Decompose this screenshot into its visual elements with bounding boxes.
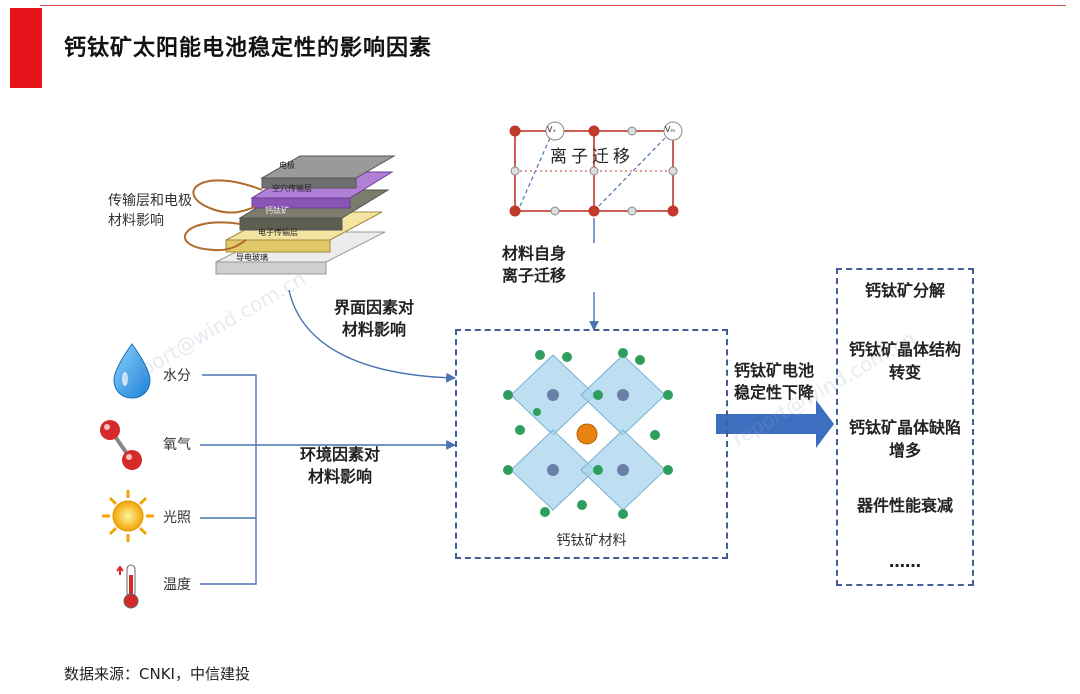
data-source-note: 数据来源：CNKI，中信建投 [64,665,250,683]
outcomes-box [836,268,974,586]
factor-oxygen: 氧气 [163,437,191,453]
factor-temperature: 温度 [163,577,191,593]
outcome-structure-change: 钙钛矿晶体结构转变 [848,340,961,382]
vacancy-label-m: Vₘ [665,125,676,134]
ion-migration-caption: 材料自身离子迁移 [501,244,566,285]
vacancy-label-x: Vₓ [547,125,557,134]
device-layer-fto-glass: 导电玻璃 [236,253,268,262]
outcome-defects-increase: 钙钛矿晶体缺陷增多 [848,418,961,460]
header-accent-bar [10,8,42,88]
device-layer-hole-transport: 空穴传输层 [272,184,312,193]
device-layer-electron-transport: 电子传输层 [258,228,298,237]
factor-moisture: 水分 [163,368,191,384]
device-layer-electrode: 电极 [279,161,295,170]
page-title: 钙钛矿太阳能电池稳定性的影响因素 [64,36,433,61]
outcome-decomposition: 钙钛矿分解 [864,281,945,300]
water-drop-icon [113,343,151,399]
environment-factor-label: 环境因素对材料影响 [300,445,381,486]
decline-arrow [716,400,834,448]
header-rule [40,5,1066,6]
device-layer-perovskite: 钙钛矿 [265,206,289,215]
stability-decline-label: 钙钛矿电池稳定性下降 [733,361,814,402]
ion-migration-grid [509,121,683,217]
perovskite-crystal [503,348,673,519]
perovskite-material-box [455,329,728,559]
ion-migration-box-label: 离子迁移 [550,147,634,167]
interface-factor-label: 界面因素对材料影响 [334,298,415,339]
outcome-more: …… [889,552,921,571]
oxygen-molecule-icon [100,420,142,470]
thermometer-icon [116,564,139,609]
factor-light: 光照 [163,510,191,526]
sun-icon [102,490,154,542]
perovskite-material-caption: 钙钛矿材料 [556,533,627,549]
device-stack [184,155,396,275]
device-caption: 传输层和电极材料影响 [108,193,192,229]
outcome-performance-decay: 器件性能衰减 [856,496,953,515]
